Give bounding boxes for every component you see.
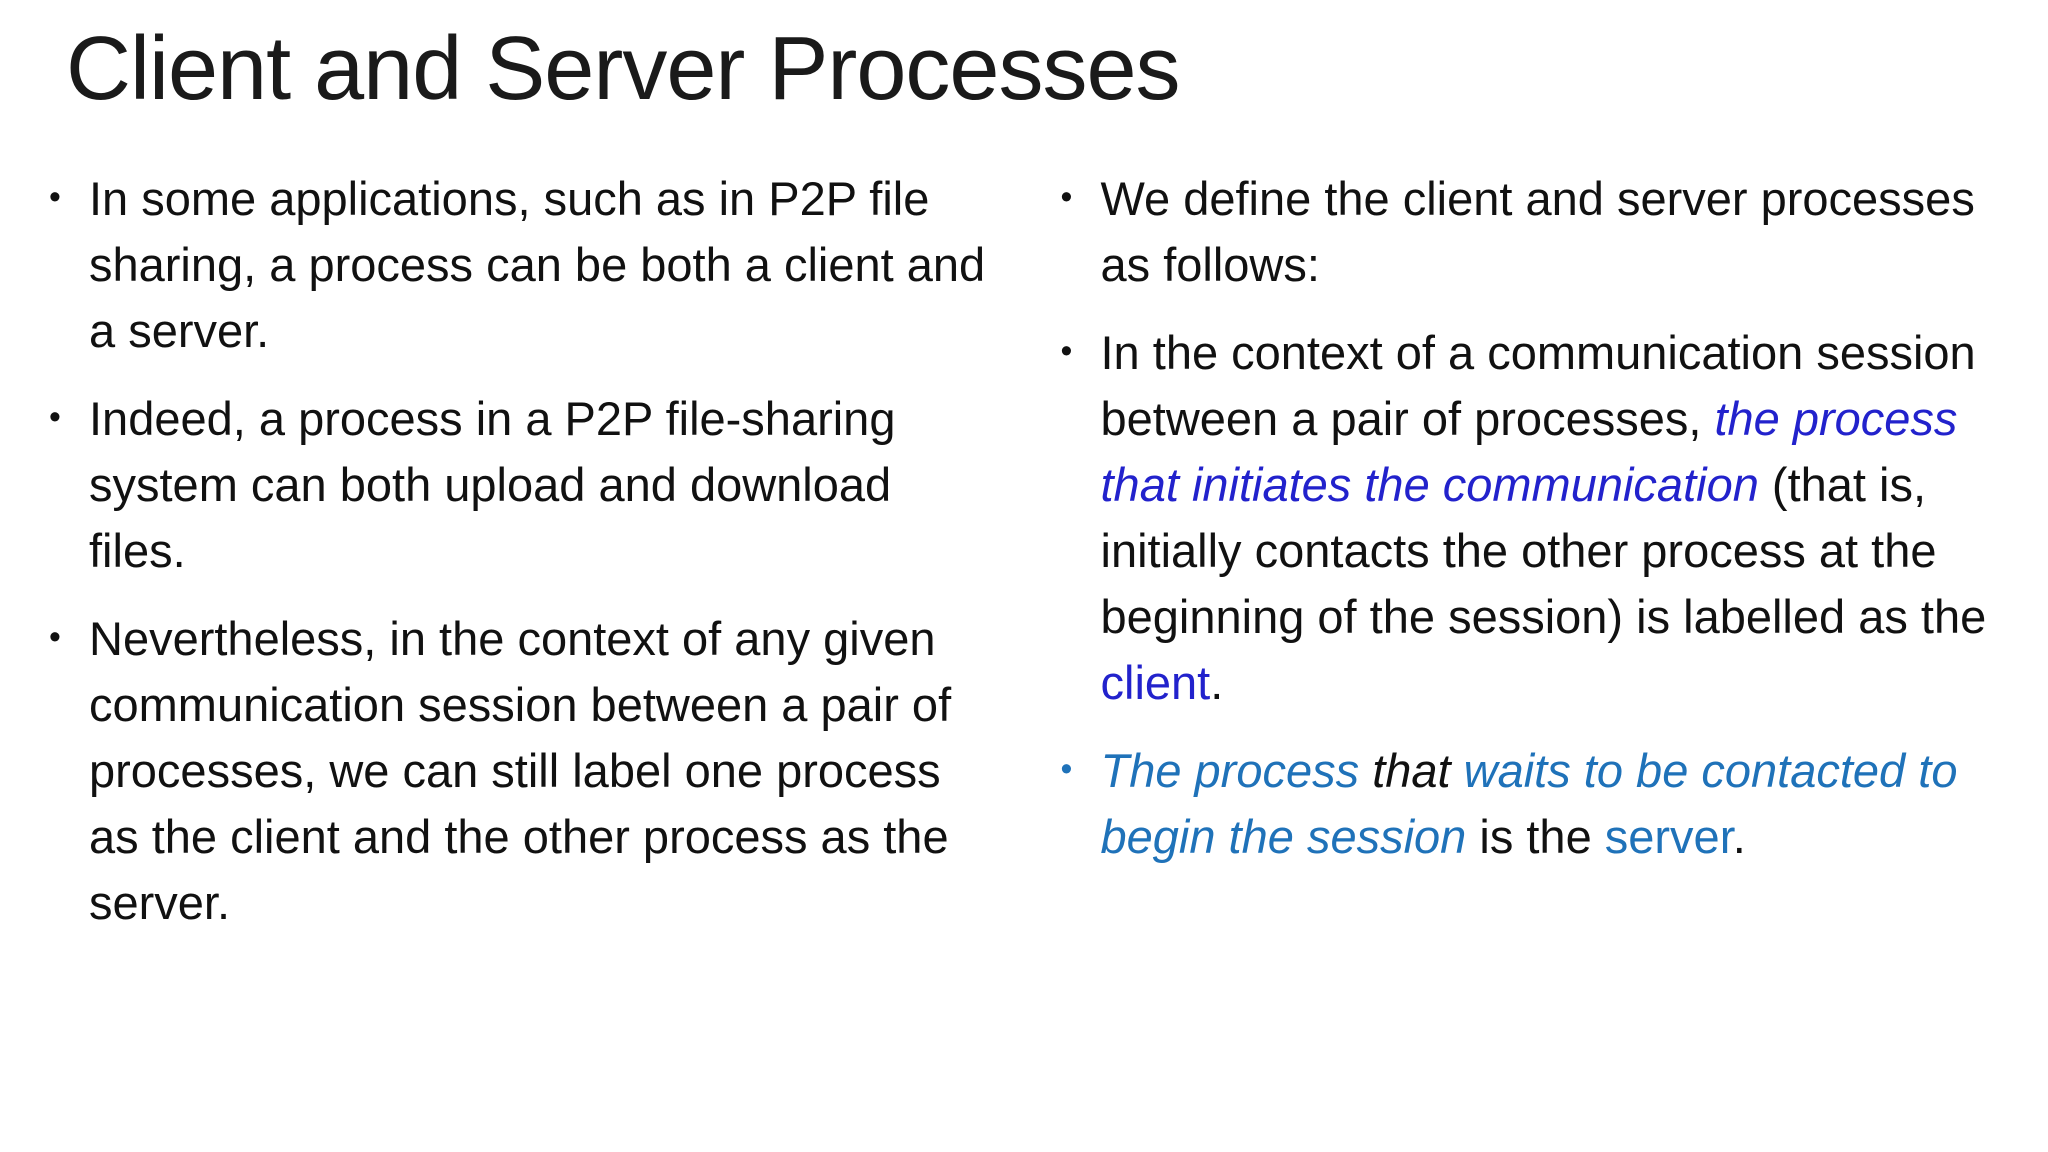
bullet-item: • The process that waits to be contacted …	[1057, 738, 2011, 870]
bullet-item: • In some applications, such as in P2P fi…	[45, 166, 999, 364]
text-run: client	[1100, 655, 1211, 709]
text-run: The process	[1100, 743, 1360, 797]
text-run: is the	[1466, 809, 1605, 863]
text-run: server	[1604, 809, 1733, 863]
bullet-item: • Nevertheless, in the context of any giv…	[45, 606, 999, 936]
text-run	[1359, 744, 1372, 797]
bullet-dot-icon: •	[49, 397, 61, 436]
bullet-item: • We define the client and server process…	[1057, 166, 2011, 298]
content-columns: • In some applications, such as in P2P fi…	[0, 122, 2048, 958]
right-column: • We define the client and server process…	[1057, 166, 2011, 958]
bullet-dot-icon: •	[1060, 331, 1073, 370]
text-run: In some applications, such as in P2P fil…	[89, 171, 986, 357]
left-column: • In some applications, such as in P2P fi…	[45, 166, 999, 958]
bullet-dot-icon: •	[1060, 177, 1073, 216]
bullet-item: • Indeed, a process in a P2P file-sharing…	[45, 386, 999, 584]
bullet-text: In the context of a communication sessio…	[1101, 326, 1987, 709]
text-run: that	[1372, 743, 1451, 797]
bullet-text: Nevertheless, in the context of any give…	[89, 612, 951, 929]
text-run: We define the client and server processe…	[1100, 171, 1975, 291]
text-run: Indeed, a process in a P2P file-sharing …	[89, 391, 896, 577]
text-run: the process that initiates the communica…	[1100, 391, 1958, 511]
bullet-dot-icon: •	[49, 177, 61, 216]
bullet-text: In some applications, such as in P2P fil…	[89, 172, 985, 357]
bullet-dot-icon: •	[49, 617, 61, 656]
bullet-text: We define the client and server processe…	[1101, 172, 1975, 291]
text-run: .	[1210, 655, 1224, 709]
text-run: waits to be contacted to begin the sessi…	[1100, 743, 1958, 863]
bullet-text: Indeed, a process in a P2P file-sharing …	[89, 392, 895, 577]
slide-title: Client and Server Processes	[66, 19, 1181, 119]
text-run: In the context of a communication sessio…	[1100, 325, 1976, 445]
bullet-dot-icon: •	[1060, 749, 1073, 788]
text-run: (that is, initially contacts the other p…	[1100, 457, 1987, 643]
bullet-text: The process that waits to be contacted t…	[1101, 744, 1958, 863]
text-run	[1451, 744, 1464, 797]
bullet-item: • In the context of a communication sessi…	[1057, 320, 2011, 716]
text-run: .	[1732, 809, 1746, 863]
text-run: Nevertheless, in the context of any give…	[89, 611, 952, 929]
